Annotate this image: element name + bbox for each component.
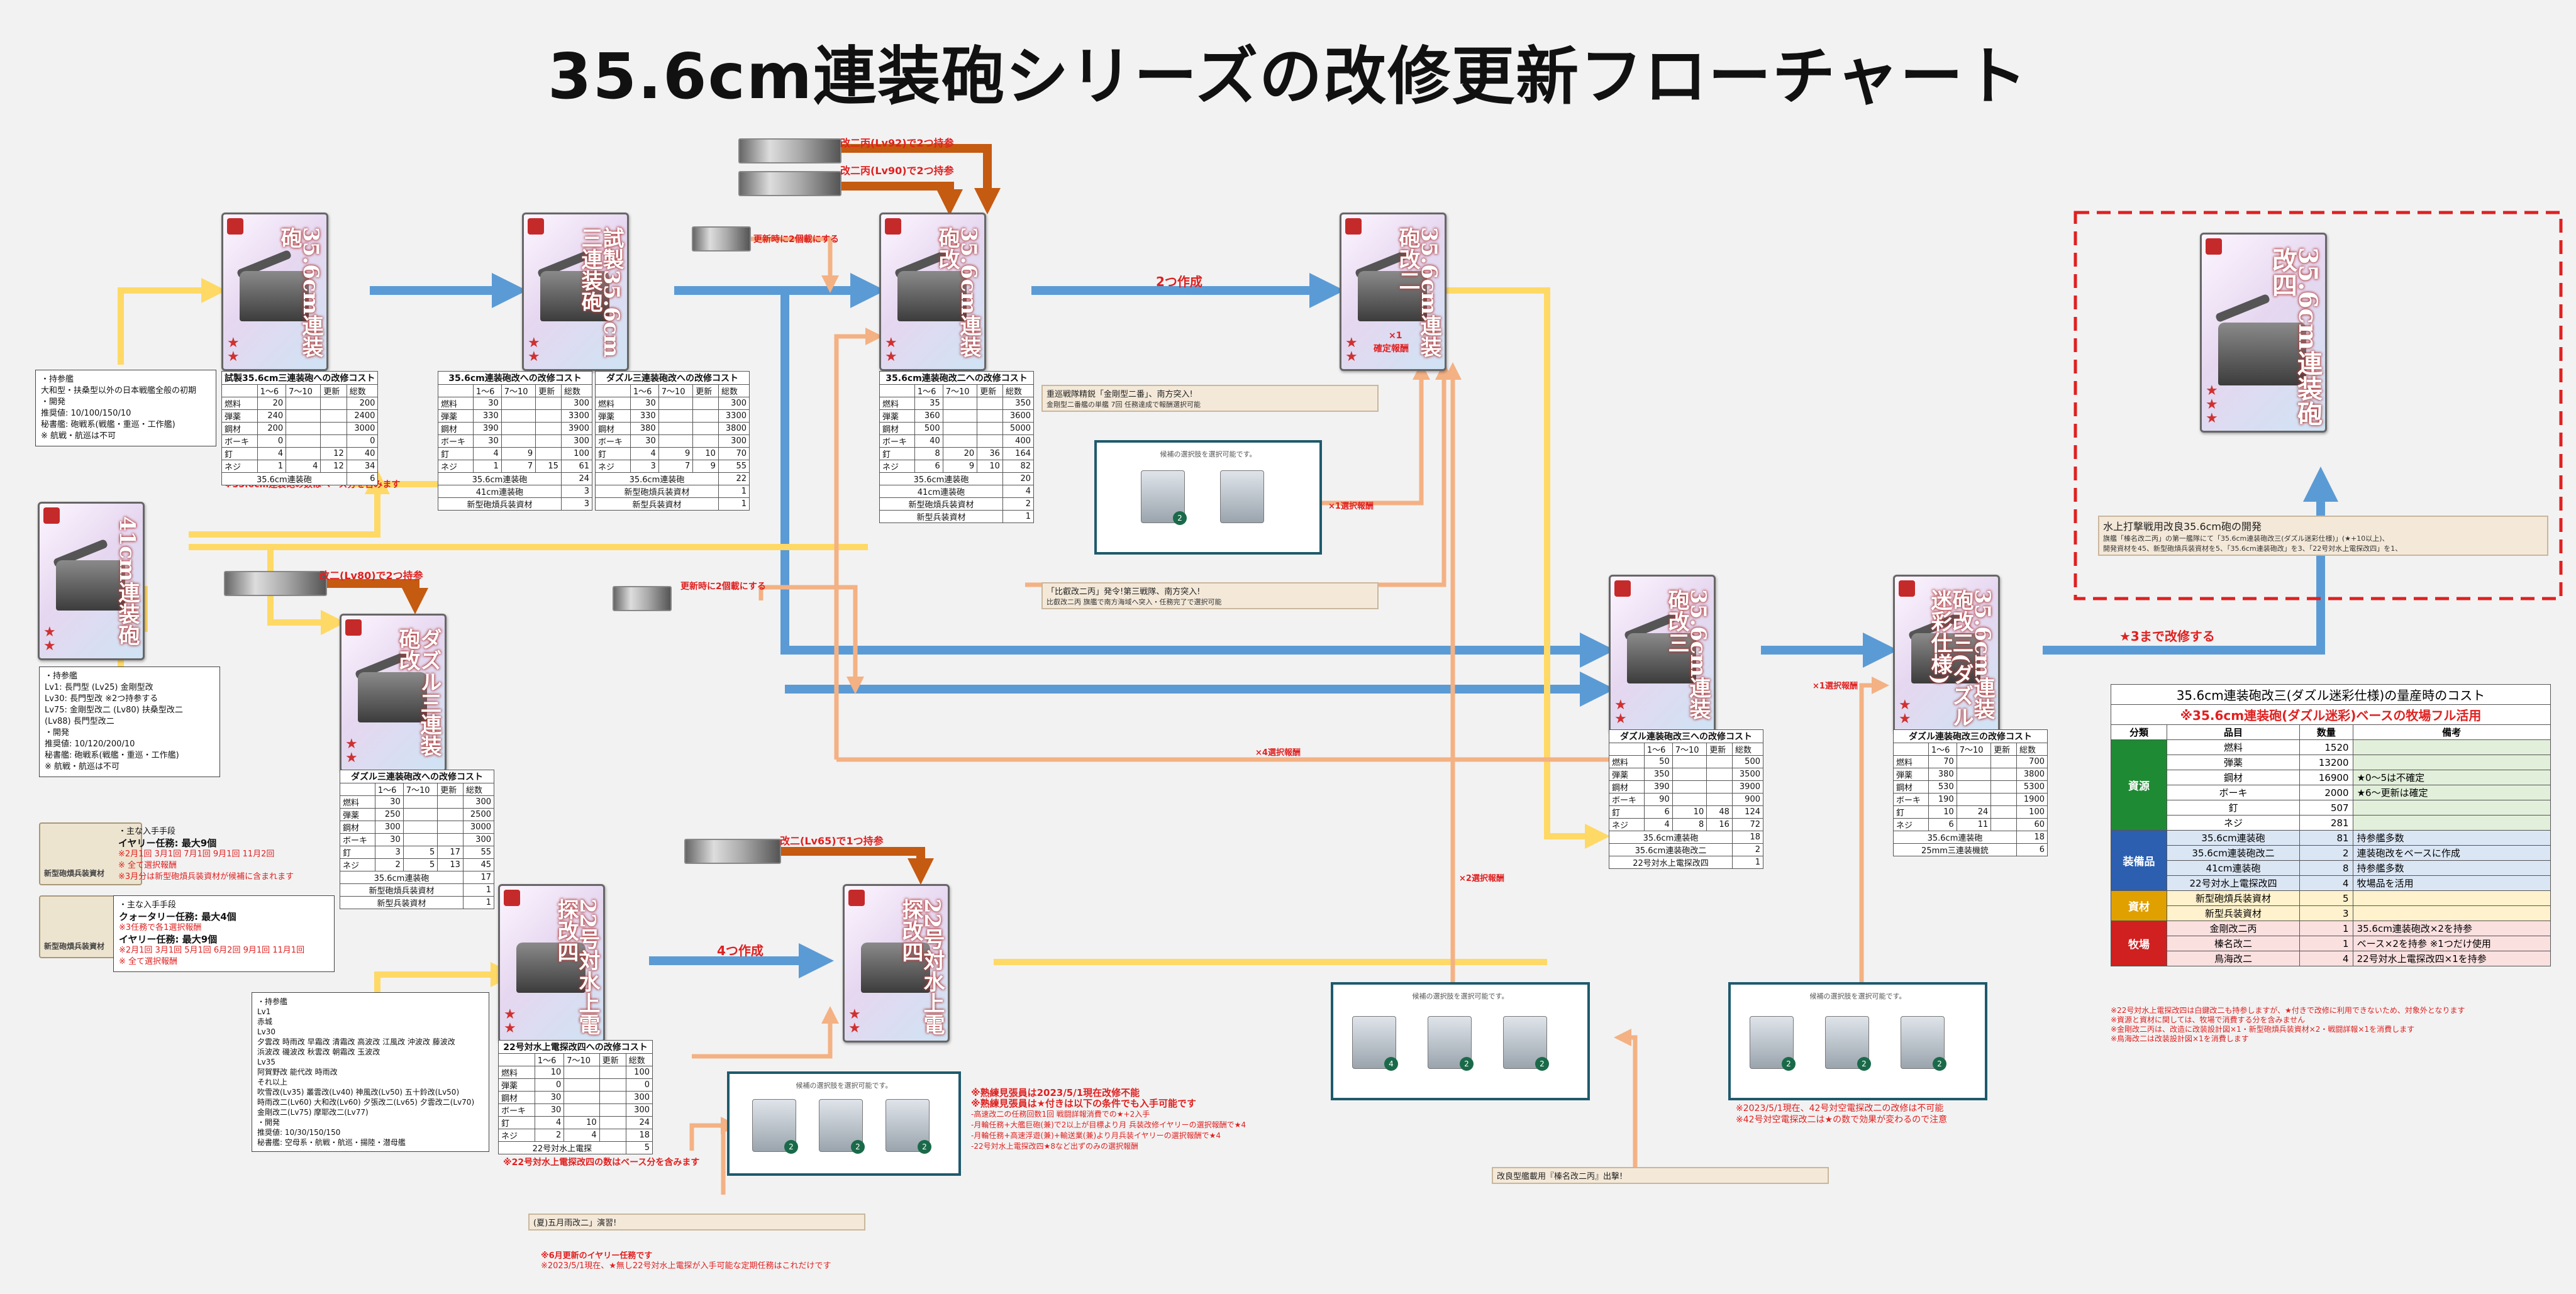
card-dazzle-triple-kai[interactable]: ダズル三連装砲改★★ [340,614,447,772]
card-356-twin-kai[interactable]: 35.6cm連装砲改★★ [879,213,986,371]
reward-option[interactable]: 2 [752,1099,798,1154]
label-kai2-lv80: 改二(Lv80)で2つ持参 [319,570,423,582]
acquire-new-weapon: ・主な入手手段クォータリー任務: 最大4個 ※3任務で各1選択報酬イヤリー任務:… [113,895,335,972]
star-icon: ★★ [1614,697,1627,727]
reward-option[interactable]: 2 [1750,1016,1796,1071]
cannon-icon [1345,218,1362,235]
card-356-twin-kai3-dazzle[interactable]: 35.6cm連装砲改三(ダズル迷彩仕様)★★ [1893,575,2000,733]
quest-banner-samidare[interactable]: (夏)五月雨改二」演習! [528,1214,865,1230]
label-make-4: 4つ作成 [717,943,763,958]
arrow-c10-c11 [2043,467,2338,655]
reward-panel-1[interactable]: 候補の選択肢を選択可能です。 2 [1094,440,1322,555]
star-icon: ★★ [848,1007,861,1036]
material-icon-new-gun: 新型砲熕兵装資材 [39,822,142,885]
card-356-triple-prototype[interactable]: 試製35.6cm三連装砲★★ [522,213,629,371]
mass-production-cost-table: 35.6cm連装砲改三(ダズル迷彩仕様)の量産時のコスト ※35.6cm連装砲(… [2111,684,2551,966]
label-x1-select-2: ×1選択報酬 [1813,682,1858,691]
reward-option[interactable]: 2 [1901,1016,1946,1071]
reward-option[interactable]: 2 [1503,1016,1549,1071]
quest-banner-kongou[interactable]: 重巡戦隊精鋭「金剛型二番」、南方突入!金剛型二番艦の単艦 7回 任務達成で報酬選… [1041,385,1379,412]
note-red-base-radar: ※22号対水上電探改四の数はベース分を含みます [503,1158,700,1168]
label-kai2-lv92: 改二丙(Lv92)で2つ持参 [840,137,954,149]
radar-icon [848,890,865,906]
quest-banner-haruna[interactable]: 改良型艦載用『榛名改二丙』出撃! [1492,1167,1829,1184]
note-lookout: ※熟練見張員は2023/5/1現在改修不能 ※熟練見張員は★付きは以下の条件でも… [971,1087,1246,1151]
cannon-icon [1899,580,1915,597]
mass-production-footnotes: ※22号対水上電探改四は白鍵改二も持参しますが、★付きで改修に利用できないため、… [2111,1006,2465,1043]
cannon-icon [43,507,60,524]
quest-banner-dev[interactable]: 水上打撃戦用改良35.6cm砲の開発旗艦「榛名改二丙」の第一艦隊にて「35.6c… [2098,516,2548,556]
note-356-twin: ・持参艦大和型・扶桑型以外の日本戦艦全般の初期・開発推奨値: 10/100/15… [35,370,216,446]
reward-panel-4[interactable]: 候補の選択肢を選択可能です。 2 2 2 [1728,982,1987,1100]
ship-chip-kongou [738,138,841,163]
label-upgrade-time: 更新時に2個載にする [753,235,839,245]
reward-option[interactable]: 2 [1825,1016,1871,1071]
reward-option[interactable] [1220,470,1264,523]
label-upgrade-to-3: ★3まで改修する [2119,629,2215,644]
ship-chip-upgrade [692,226,751,252]
label-kai2-lv90: 改二丙(Lv90)で2つ持参 [840,165,954,177]
card-356-twin-kai3[interactable]: 35.6cm連装砲改三★★ [1609,575,1716,733]
star-icon: ★★ [43,624,56,654]
target-highlight-box [2074,211,2563,600]
acquire-new-gun: ・主な入手手段イヤリー任務: 最大9個 ※2月1回 3月1回 7月1回 9月1回… [118,827,294,882]
card-type22-radar-kai4-b[interactable]: 22号対水上電探改四★★ [843,884,950,1042]
cannon-icon [1614,580,1631,597]
label-x4-select: ×4選択報酬 [1255,748,1301,758]
cannon-icon [227,218,243,235]
card-type22-radar-kai4[interactable]: 22号対水上電探改四★★ [498,884,605,1042]
note-radar42: ※2023/5/1現在、42号対空電探改二の改修は不可能※42号対空電探改二は★… [1736,1103,1948,1125]
cannon-icon [345,619,362,636]
page-title: 35.6cm連装砲シリーズの改修更新フローチャート [547,40,2029,113]
note-yearly: ※6月更新のイヤリー任務です※2023/5/1現在、★無し22号対水上電探が入手… [541,1251,831,1271]
quest-banner-hiei[interactable]: 「比叡改二丙」発令!第三戦隊、南方突入!比叡改二丙 旗艦で南方海域へ突入・任務完… [1041,582,1379,609]
reward-option[interactable]: 2 [819,1099,865,1154]
reward-option[interactable]: 4 [1352,1016,1398,1071]
reward-option[interactable]: 2 [886,1099,931,1154]
ship-chip-haruna [224,571,327,596]
label-x1-reward-confirm: 確定報酬 [1374,344,1409,354]
label-kai2-lv65: 改二(Lv65)で1つ持参 [780,835,884,847]
ship-chip-samidare [684,839,781,864]
cannon-icon [528,218,544,235]
cannon-icon [2206,238,2222,255]
cannon-icon [885,218,901,235]
ship-chip-upgrade-2 [613,586,672,611]
star-icon: ★★ [528,335,540,365]
star-icon: ★★ [885,335,897,365]
reward-panel-3[interactable]: 候補の選択肢を選択可能です。 4 2 2 [1331,982,1590,1100]
label-x2-select: ×2選択報酬 [1459,874,1504,883]
card-356-twin[interactable]: 35.6cm連装砲★★ [221,213,328,371]
label-make-2: 2つ作成 [1156,274,1202,289]
radar-icon [504,890,520,906]
star-icon: ★★ [1899,697,1911,727]
label-x1-reward: ×1 [1389,331,1402,341]
star-icon: ★★★ [2206,383,2218,426]
card-41cm-twin[interactable]: 41cm連装砲★★ [38,502,145,660]
arrow-c2-c6 [780,290,1615,668]
label-x1-select: ×1選択報酬 [1328,502,1374,511]
reward-option[interactable]: 2 [1428,1016,1474,1071]
star-icon: ★★ [1345,335,1358,365]
card-356-twin-kai4[interactable]: 35.6cm連装砲改四★★★ [2200,233,2327,433]
star-icon: ★★ [504,1007,516,1036]
card-356-twin-kai2[interactable]: 35.6cm連装砲改二★★ [1340,213,1446,371]
reward-panel-2[interactable]: 候補の選択肢を選択可能です。 2 2 2 [727,1071,961,1176]
reward-option[interactable]: 2 [1141,470,1187,525]
star-icon: ★★ [227,335,240,365]
ship-chip-hiei [738,171,841,196]
label-upgrade-time-2: 更新時に2個載にする [680,582,766,592]
star-icon: ★★ [345,736,358,766]
